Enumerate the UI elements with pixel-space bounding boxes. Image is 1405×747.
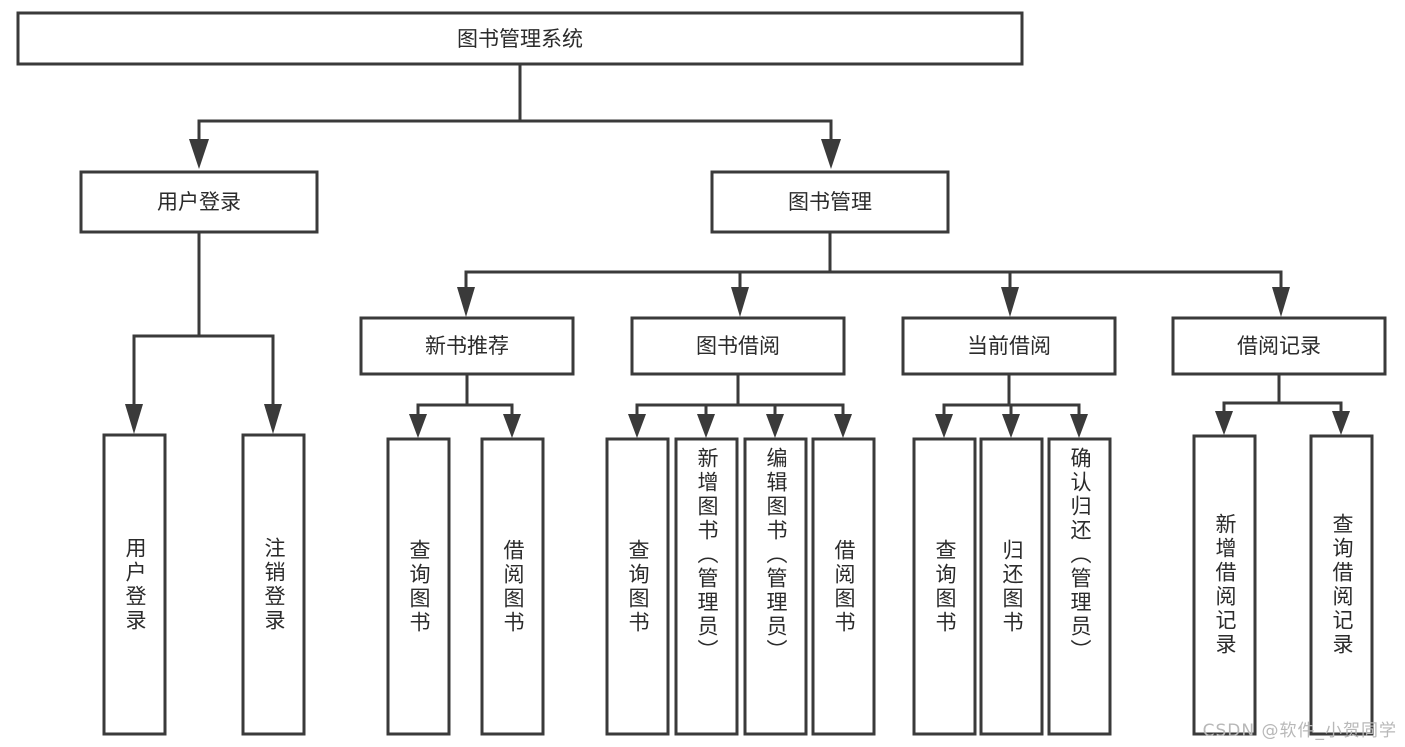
csdn-watermark: CSDN @软件_小贺同学 (1202, 721, 1397, 741)
leaf-box[interactable] (386, 437, 451, 736)
arrow-head-icon (697, 414, 715, 438)
leaf-box[interactable] (1047, 437, 1112, 736)
node-borrow-record-box[interactable] (1171, 316, 1387, 376)
node-new-book-recommend[interactable]: 新书推荐 (359, 316, 575, 376)
arrow-head-icon (1002, 414, 1020, 438)
leaf-node-logout[interactable]: 注销登录 (241, 433, 306, 736)
node-book-management-label: 图书管理 (788, 190, 872, 214)
leaf-box[interactable] (674, 437, 739, 736)
arrow-head-icon (503, 414, 521, 438)
arrow-head-icon (1272, 287, 1290, 317)
leaf-label: 归还图书 (1000, 538, 1024, 635)
leaf-box[interactable] (743, 437, 808, 736)
node-current-borrow-label: 当前借阅 (967, 334, 1051, 358)
leaf-label: 查询图书 (933, 538, 957, 635)
node-user-login[interactable]: 用户登录 (79, 170, 319, 234)
leaf-label: 新增借阅记录 (1213, 513, 1237, 657)
arrow-head-icon (731, 287, 749, 317)
leaf-node-query-book-bb[interactable]: 查询图书 (605, 437, 670, 736)
arrow-head-icon (834, 414, 852, 438)
leaf-box[interactable] (605, 437, 670, 736)
connector-new-book-recommend-to-leaves (409, 372, 521, 438)
leaf-label: 新增图书（管理员） (695, 447, 719, 663)
leaf-box[interactable] (811, 437, 876, 736)
arrow-head-icon (1070, 414, 1088, 438)
leaf-node-query-book-cb[interactable]: 查询图书 (912, 437, 977, 736)
leaf-node-edit-book-admin[interactable]: 编辑图书（管理员） (743, 437, 808, 736)
connector-book-borrow-to-leaves (628, 372, 852, 438)
node-book-management-box[interactable] (710, 170, 950, 234)
node-book-borrow-box[interactable] (630, 316, 846, 376)
leaf-box[interactable] (102, 433, 167, 736)
arrow-head-icon (409, 414, 427, 438)
leaf-label: 注销登录 (262, 536, 286, 633)
leaf-box[interactable] (1192, 434, 1257, 736)
leaf-box[interactable] (1309, 434, 1374, 736)
leaf-node-query-borrow-record[interactable]: 查询借阅记录 (1309, 434, 1374, 736)
leaf-label: 查询图书 (407, 538, 431, 635)
leaf-label: 查询图书 (626, 538, 650, 635)
node-book-borrow[interactable]: 图书借阅 (630, 316, 846, 376)
leaf-box[interactable] (480, 437, 545, 736)
arrow-head-icon (264, 404, 282, 434)
node-borrow-record-label: 借阅记录 (1237, 334, 1321, 358)
leaf-label: 编辑图书（管理员） (764, 447, 788, 663)
node-new-book-recommend-box[interactable] (359, 316, 575, 376)
leaf-node-borrow-book-bb[interactable]: 借阅图书 (811, 437, 876, 736)
node-root[interactable]: 图书管理系统 (16, 11, 1024, 66)
connector-borrow-record-to-leaves (1215, 372, 1350, 435)
arrow-head-icon (628, 414, 646, 438)
leaf-node-user-login[interactable]: 用户登录 (102, 433, 167, 736)
leaf-box[interactable] (241, 433, 306, 736)
connector-book-management-to-level3 (457, 230, 1290, 317)
node-root-box[interactable] (16, 11, 1024, 66)
leaf-box[interactable] (912, 437, 977, 736)
leaf-node-return-book[interactable]: 归还图书 (979, 437, 1044, 736)
node-root-label: 图书管理系统 (457, 27, 583, 51)
leaf-label: 借阅图书 (832, 538, 856, 635)
arrow-head-icon (821, 139, 841, 169)
leaf-label: 确认归还（管理员） (1068, 447, 1092, 663)
node-current-borrow[interactable]: 当前借阅 (901, 316, 1117, 376)
leaf-node-add-borrow-record[interactable]: 新增借阅记录 (1192, 434, 1257, 736)
arrow-head-icon (457, 287, 475, 317)
arrow-head-icon (935, 414, 953, 438)
connector-root-to-level2 (189, 62, 841, 169)
leaf-node-confirm-return-admin[interactable]: 确认归还（管理员） (1047, 437, 1112, 736)
leaf-node-add-book-admin[interactable]: 新增图书（管理员） (674, 437, 739, 736)
arrow-head-icon (1001, 287, 1019, 317)
arrow-head-icon (189, 139, 209, 169)
arrow-head-icon (1332, 411, 1350, 435)
leaf-label: 用户登录 (123, 536, 147, 633)
arrow-head-icon (766, 414, 784, 438)
node-borrow-record[interactable]: 借阅记录 (1171, 316, 1387, 376)
leaf-label: 查询借阅记录 (1330, 513, 1354, 657)
leaf-label: 借阅图书 (501, 538, 525, 635)
node-book-borrow-label: 图书借阅 (696, 334, 780, 358)
node-new-book-recommend-label: 新书推荐 (425, 334, 509, 358)
node-book-management[interactable]: 图书管理 (710, 170, 950, 234)
leaf-node-query-book-nbr[interactable]: 查询图书 (386, 437, 451, 736)
connector-current-borrow-to-leaves (935, 372, 1088, 438)
node-user-login-label: 用户登录 (157, 190, 241, 214)
arrow-head-icon (1215, 411, 1233, 435)
leaf-box[interactable] (979, 437, 1044, 736)
node-current-borrow-box[interactable] (901, 316, 1117, 376)
connector-user-login-to-leaves (125, 230, 282, 434)
leaf-node-borrow-book-nbr[interactable]: 借阅图书 (480, 437, 545, 736)
arrow-head-icon (125, 404, 143, 434)
